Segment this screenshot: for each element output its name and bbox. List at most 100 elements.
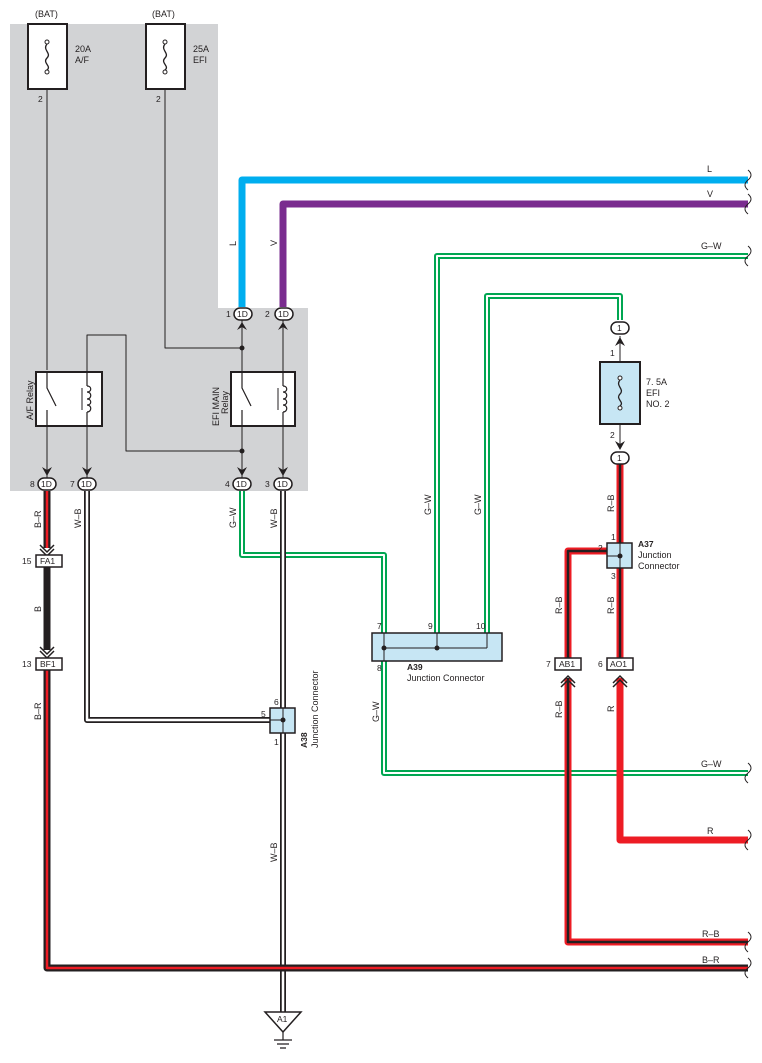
a37-name2: Connector bbox=[638, 561, 680, 571]
relay-efi-main-label2: Relay bbox=[220, 390, 230, 414]
wire-gw-top bbox=[434, 253, 748, 633]
a39-pin8: 8 bbox=[377, 663, 382, 673]
wires bbox=[43, 89, 748, 1012]
relay-efi-main-label1: EFI MAIN bbox=[211, 387, 221, 426]
c1d-7-pin: 7 bbox=[70, 479, 75, 489]
c1d-4-code: 1D bbox=[236, 479, 247, 489]
wire-label-br-bf1: B–R bbox=[33, 702, 43, 720]
a37-pin3: 3 bbox=[611, 571, 616, 581]
wire-gw-pin4 bbox=[239, 491, 387, 633]
connector-ab1 bbox=[554, 657, 582, 671]
wire-br-out bbox=[43, 670, 748, 972]
fuse-af-source: (BAT) bbox=[35, 9, 58, 19]
wire-v bbox=[279, 200, 748, 307]
c1d-1-code: 1D bbox=[237, 309, 248, 319]
ao1-pin: 6 bbox=[598, 659, 603, 669]
wire-label-r-right: R bbox=[707, 826, 714, 836]
a37-pin2: 2 bbox=[598, 543, 603, 553]
fuse-efi-pin: 2 bbox=[156, 94, 161, 104]
c1d-2-pin: 2 bbox=[265, 309, 270, 319]
a38-pin5: 5 bbox=[261, 709, 266, 719]
wire-label-rb-ab1: R–B bbox=[554, 700, 564, 718]
wire-breaks bbox=[744, 169, 752, 979]
bf1-pin: 13 bbox=[22, 659, 32, 669]
wire-rb-out bbox=[564, 678, 748, 946]
connector-arrows bbox=[42, 322, 625, 476]
ab1-code: AB1 bbox=[559, 659, 575, 669]
wire-label-l-vert: L bbox=[228, 241, 238, 246]
wire-label-rb-a37-2: R–B bbox=[554, 596, 564, 614]
fa1-code: FA1 bbox=[40, 556, 55, 566]
c1d-3-code: 1D bbox=[277, 479, 288, 489]
wire-label-gw-pin8: G–W bbox=[371, 701, 381, 722]
a37-code: A37 bbox=[638, 539, 654, 549]
wire-label-b-fa1: B bbox=[33, 606, 43, 612]
fuse-efi2-name2: NO. 2 bbox=[646, 399, 670, 409]
ground-a1 bbox=[263, 1011, 303, 1049]
relay-af bbox=[35, 371, 103, 427]
c1d-4-pin: 4 bbox=[225, 479, 230, 489]
a39-name: Junction Connector bbox=[407, 673, 485, 683]
a38-name: Junction Connector bbox=[310, 670, 320, 748]
splice-dots bbox=[239, 345, 245, 454]
connector-1d-pin2 bbox=[274, 307, 294, 321]
inline-chevrons bbox=[39, 544, 628, 688]
c1d-7-code: 1D bbox=[81, 479, 92, 489]
wire-label-v-right: V bbox=[707, 189, 713, 199]
fuse-efi-name: EFI bbox=[193, 55, 207, 65]
fuse-efi-no2 bbox=[599, 336, 641, 448]
bf1-code: BF1 bbox=[40, 659, 56, 669]
a39-code: A39 bbox=[407, 662, 423, 672]
wire-label-wb-a38: W–B bbox=[269, 842, 279, 862]
wire-label-l-right: L bbox=[707, 164, 712, 174]
wire-af-coil bbox=[86, 334, 242, 452]
fuse-af-rating: 20A bbox=[75, 44, 91, 54]
a38-code: A38 bbox=[299, 732, 309, 748]
connector-1d-pin8 bbox=[37, 477, 57, 491]
wire-label-rb-right: R–B bbox=[702, 929, 720, 939]
connector-1d-pin3 bbox=[273, 477, 293, 491]
wire-l bbox=[238, 176, 748, 307]
fuse-af bbox=[27, 23, 68, 90]
wire-label-gw-mid-right: G–W bbox=[701, 759, 722, 769]
fuse-efi2-conn-bottom: 1 bbox=[617, 453, 622, 463]
c1d-8-pin: 8 bbox=[30, 479, 35, 489]
wire-label-rb-a37-3: R–B bbox=[606, 596, 616, 614]
fuse-efi2-rating: 7. 5A bbox=[646, 377, 667, 387]
wire-label-gw-top-right: G–W bbox=[701, 241, 722, 251]
connector-efi2-bottom bbox=[610, 451, 630, 465]
a37-pin1: 1 bbox=[611, 532, 616, 542]
wire-label-wb-pin7: W–B bbox=[73, 508, 83, 528]
a38-pin1: 1 bbox=[274, 737, 279, 747]
wire-label-br-right: B–R bbox=[702, 955, 720, 965]
ground-code: A1 bbox=[277, 1014, 288, 1024]
a38-pin6: 6 bbox=[274, 697, 279, 707]
wire-r bbox=[616, 678, 748, 844]
ab1-pin: 7 bbox=[546, 659, 551, 669]
wire-rb-ab1 bbox=[564, 547, 608, 660]
relay-efi-main bbox=[230, 371, 296, 427]
connector-bf1 bbox=[35, 657, 63, 671]
fuse-efi2-name1: EFI bbox=[646, 388, 660, 398]
fuse-efi-source: (BAT) bbox=[152, 9, 175, 19]
a39-pin7: 7 bbox=[377, 621, 382, 631]
c1d-3-pin: 3 bbox=[265, 479, 270, 489]
a39-pin10: 10 bbox=[476, 621, 486, 631]
fuse-af-pin: 2 bbox=[38, 94, 43, 104]
junction-a39 bbox=[371, 632, 503, 662]
fuse-efi2-conn-top: 1 bbox=[617, 323, 622, 333]
c1d-1-pin: 1 bbox=[226, 309, 231, 319]
wire-label-wb-pin3: W–B bbox=[269, 508, 279, 528]
fa1-pin: 15 bbox=[22, 556, 32, 566]
fuse-af-name: A/F bbox=[75, 55, 90, 65]
connector-1d-pin1 bbox=[233, 307, 253, 321]
wire-gw-efi2 bbox=[484, 293, 623, 633]
fuse-efi bbox=[145, 23, 186, 90]
wire-label-rb-efi2: R–B bbox=[606, 494, 616, 512]
wire-label-br-pin8: B–R bbox=[33, 510, 43, 528]
wire-label-v-vert: V bbox=[269, 240, 279, 246]
connector-1d-pin4 bbox=[232, 477, 252, 491]
wire-label-gw-vert-10: G–W bbox=[473, 494, 483, 515]
inline-connectors bbox=[35, 554, 634, 671]
